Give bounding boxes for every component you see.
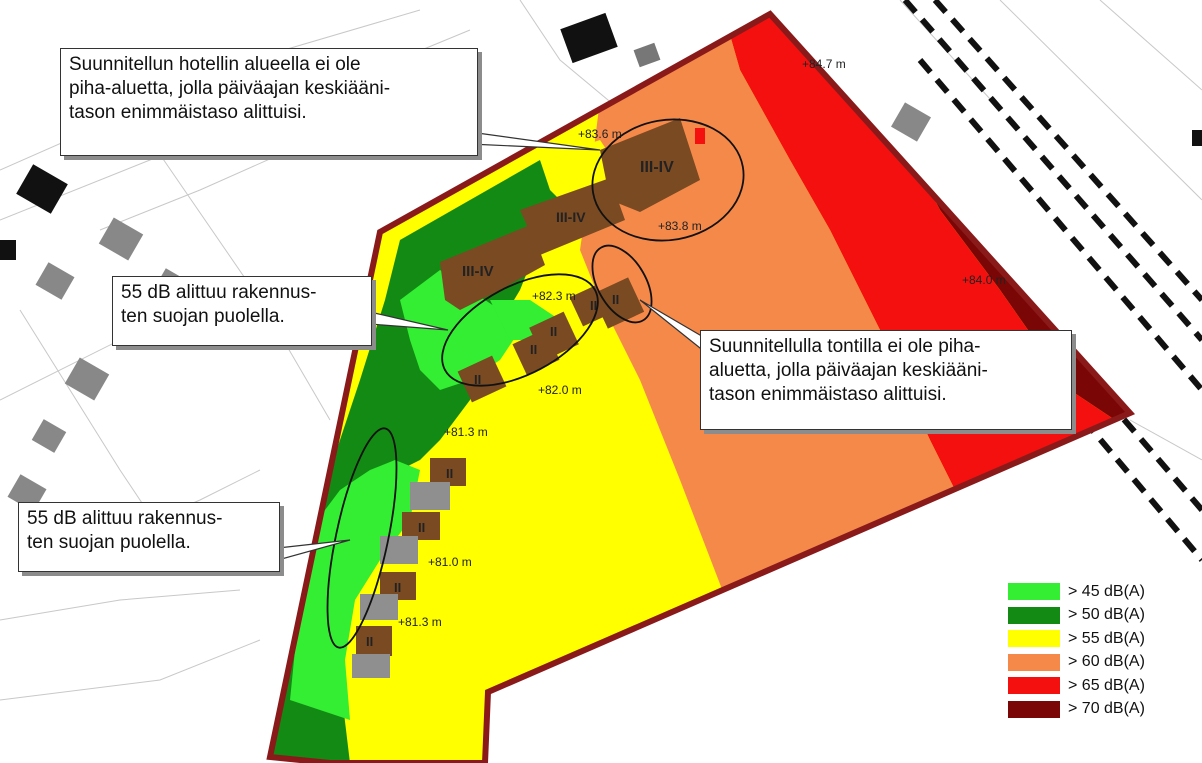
building-label: II — [418, 520, 425, 535]
elevation-label: +82.3 m — [532, 289, 576, 303]
building-label: II — [366, 634, 373, 649]
legend-item: > 60 dB(A) — [1008, 651, 1198, 675]
site-boundary — [266, 10, 1136, 763]
callout-lower: 55 dB alittuu rakennus- ten suojan puole… — [18, 502, 280, 572]
elevation-labels: +84.7 m +83.6 m +83.8 m +84.0 m +82.3 m … — [398, 57, 1006, 629]
legend-label: > 70 dB(A) — [1068, 700, 1145, 718]
legend-swatch — [1008, 653, 1060, 671]
legend-label: > 55 dB(A) — [1068, 629, 1145, 647]
elevation-label: +81.3 m — [398, 615, 442, 629]
context-buildings — [0, 12, 1202, 512]
legend-item: > 70 dB(A) — [1008, 698, 1198, 722]
callout-middle: 55 dB alittuu rakennus- ten suojan puole… — [112, 276, 372, 346]
building-label: III-IV — [556, 209, 586, 225]
legend-label: > 60 dB(A) — [1068, 653, 1145, 671]
callout-hotel: Suunnitellun hotellin alueella ei ole pi… — [60, 48, 478, 156]
legend: > 45 dB(A) > 50 dB(A) > 55 dB(A) > 60 dB(A)… — [1008, 580, 1198, 721]
building-label: III-IV — [640, 159, 674, 176]
elevation-label: +83.6 m — [578, 127, 622, 141]
legend-item: > 50 dB(A) — [1008, 604, 1198, 628]
legend-label: > 50 dB(A) — [1068, 606, 1145, 624]
elevation-label: +81.3 m — [444, 425, 488, 439]
building-label: II — [394, 580, 401, 595]
legend-label: > 65 dB(A) — [1068, 676, 1145, 694]
building-label: II — [446, 466, 453, 481]
legend-label: > 45 dB(A) — [1068, 582, 1145, 600]
legend-swatch — [1008, 606, 1060, 624]
legend-item: > 65 dB(A) — [1008, 674, 1198, 698]
buildings — [352, 118, 705, 678]
highlight-ellipses — [326, 118, 745, 649]
legend-item: > 45 dB(A) — [1008, 580, 1198, 604]
callout-plot: Suunnitellulla tontilla ei ole piha- alu… — [700, 330, 1072, 430]
building-label: III-IV — [462, 263, 494, 280]
legend-swatch — [1008, 630, 1060, 648]
elevation-label: +82.0 m — [538, 383, 582, 397]
building-label: II — [612, 292, 619, 307]
legend-swatch — [1008, 677, 1060, 695]
building-label: II — [530, 342, 537, 357]
building-label: II — [590, 298, 597, 313]
legend-swatch — [1008, 700, 1060, 718]
legend-item: > 55 dB(A) — [1008, 627, 1198, 651]
elevation-label: +83.8 m — [658, 219, 702, 233]
building-labels: III-IV III-IV III-IV II II II II II II I… — [366, 159, 674, 649]
elevation-label: +84.7 m — [802, 57, 846, 71]
elevation-label: +84.0 m — [962, 273, 1006, 287]
building-label: II — [474, 372, 481, 387]
legend-swatch — [1008, 583, 1060, 601]
building-label: II — [550, 324, 557, 339]
elevation-label: +81.0 m — [428, 555, 472, 569]
callout-pointers — [277, 131, 706, 561]
